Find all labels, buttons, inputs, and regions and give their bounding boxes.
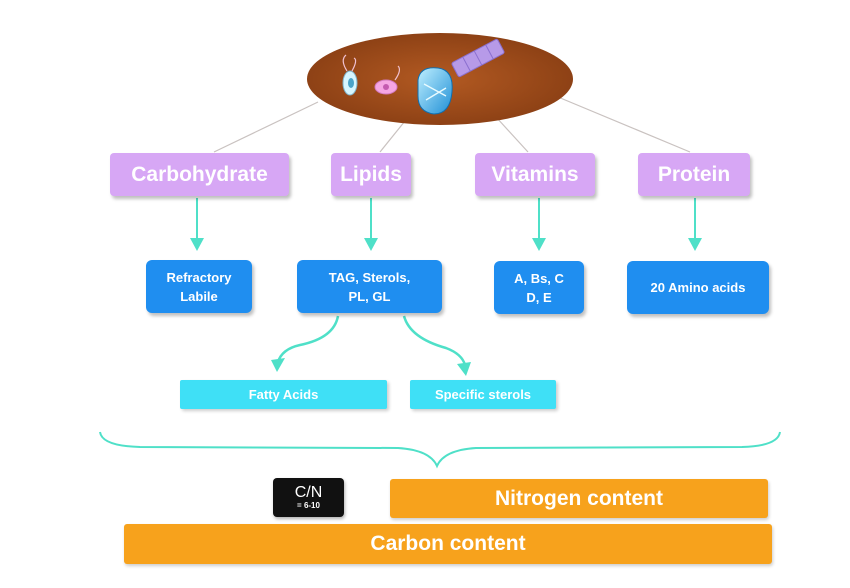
arrow-icon [402,315,471,376]
line-to-vitamins [495,116,529,153]
arrow-icon [532,198,546,251]
flagellate-icon [374,65,401,95]
cn-ratio-badge: C/N = 6-10 [273,478,344,517]
line-to-protein [557,96,691,153]
lipid-branch-arrows [271,315,471,376]
flagellate-icon [342,54,358,96]
diatom-icon [417,67,453,115]
component-protein: 20 Amino acids [627,261,769,314]
category-vitamins: Vitamins [475,153,595,196]
cn-ratio-value: = 6-10 [297,501,320,510]
category-arrows [190,198,702,251]
brace-icon [99,431,781,469]
arrow-icon [271,315,340,372]
carbon-content-bar: Carbon content [124,524,772,564]
arrow-icon [190,198,204,251]
filament-icon [451,38,505,78]
ellipse-connector-lines [213,96,691,153]
arrow-icon [364,198,378,251]
arrow-icon [688,198,702,251]
lipid-product-specific-sterols: Specific sterols [410,380,556,409]
nitrogen-content-bar: Nitrogen content [390,479,768,518]
category-protein: Protein [638,153,750,196]
cn-ratio-title: C/N [294,484,323,501]
category-carbohydrate: Carbohydrate [110,153,289,196]
component-vitamins: A, Bs, C D, E [494,261,584,314]
line-to-lipids [379,120,406,153]
component-lipids: TAG, Sterols, PL, GL [297,260,442,313]
organisms-ellipse-icon [307,33,573,125]
component-carbohydrate: Refractory Labile [146,260,252,313]
category-lipids: Lipids [331,153,411,196]
lipid-product-fatty-acids: Fatty Acids [180,380,387,409]
line-to-carbohydrate [213,101,319,153]
